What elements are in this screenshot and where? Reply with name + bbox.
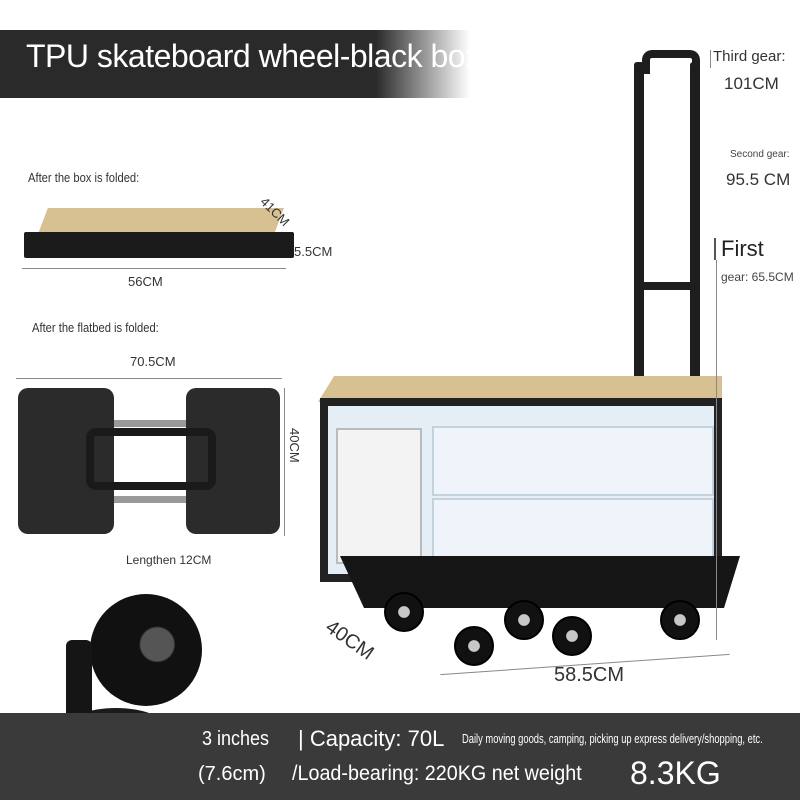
cart-wheel	[384, 592, 424, 632]
cart-crate	[320, 398, 722, 582]
cart-handle-left	[634, 62, 644, 382]
cart-width: 58.5CM	[554, 664, 625, 686]
wheel-size: 3 inches	[202, 728, 270, 750]
cart-handle-right	[690, 62, 700, 382]
second-gear-label: Second gear:	[730, 149, 790, 160]
second-gear-value: 95.5 CM	[726, 170, 791, 189]
flatbed-length: 70.5CM	[130, 354, 176, 369]
cart-wheel	[504, 600, 544, 640]
flatbed-caption: After the flatbed is folded:	[32, 320, 159, 335]
cart-wheel	[454, 626, 494, 666]
page-title: TPU skateboard wheel-black box	[26, 38, 481, 74]
cart-lid	[318, 376, 722, 402]
folded-box-height: 5.5CM	[294, 244, 333, 259]
third-gear-label: Third gear:	[713, 48, 786, 65]
third-gear-tick	[710, 50, 711, 68]
flatbed-height: 40CM	[287, 428, 302, 463]
third-gear-value: 101CM	[724, 74, 779, 93]
load-bearing: /Load-bearing: 220KG net weight	[292, 762, 582, 785]
folded-box-width: 56CM	[128, 274, 163, 289]
cart-depth: 40CM	[321, 616, 378, 665]
folded-box-width-line	[22, 268, 286, 269]
wheel-size-cm: (7.6cm)	[198, 763, 266, 785]
capacity: | Capacity: 70L	[298, 726, 445, 751]
folded-box-caption: After the box is folded:	[28, 170, 140, 185]
first-gear-tick	[714, 238, 716, 260]
flatbed-lengthen: Lengthen 12CM	[126, 553, 212, 567]
usage-description: Daily moving goods, camping, picking up …	[462, 731, 763, 746]
title-banner	[0, 30, 470, 98]
height-dimension-line	[716, 260, 717, 640]
cart-wheel	[660, 600, 700, 640]
cart-handle-grip	[642, 50, 700, 74]
flatbed-image	[16, 388, 282, 538]
flatbed-height-line	[284, 388, 285, 536]
first-gear-label: First	[721, 236, 764, 261]
folded-box-image	[24, 208, 294, 264]
net-weight: 8.3KG	[630, 755, 721, 791]
bottom-info-bar	[0, 713, 800, 800]
cart-handle-crossbar	[638, 282, 698, 300]
cart-wheel	[552, 616, 592, 656]
flatbed-length-line	[16, 378, 282, 379]
first-gear-value: gear: 65.5CM	[721, 270, 794, 284]
